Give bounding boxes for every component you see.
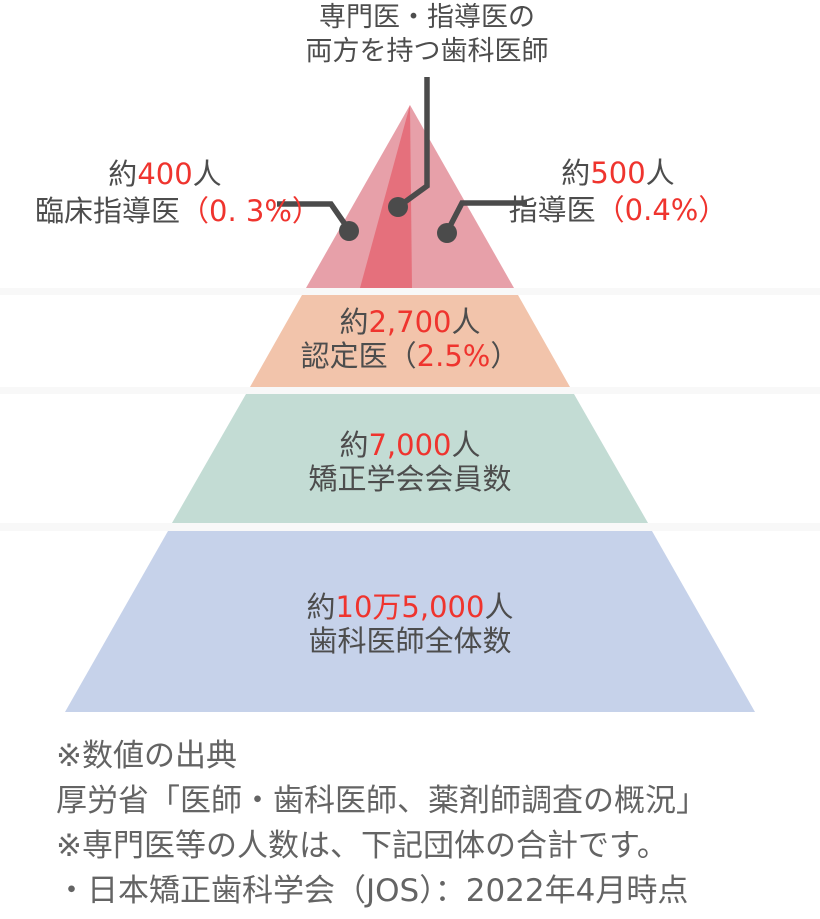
callout-clinical-instructor: 約400人 臨床指導医（0. 3%） bbox=[35, 156, 321, 230]
callout-clinical-instructor-name: 臨床指導医（0. 3%） bbox=[35, 193, 321, 230]
marker-dot-dual bbox=[388, 197, 408, 217]
marker-dot-instructor bbox=[437, 223, 457, 243]
tier2-name: 認定医（2.5%） bbox=[250, 339, 570, 373]
count-value: 500 bbox=[590, 156, 646, 190]
count-suffix: 人 bbox=[484, 590, 514, 624]
role-percent: （0. 3%） bbox=[180, 194, 321, 228]
source-notes: ※数値の出典 厚労省「医師・歯科医師、薬剤師調査の概況」 ※専門医等の人数は、下… bbox=[56, 734, 796, 914]
tier-separator bbox=[0, 387, 820, 394]
callout-instructor: 約500人 指導医（0.4%） bbox=[488, 155, 748, 229]
role-percent: 2.5% bbox=[416, 339, 491, 373]
count-prefix: 約 bbox=[561, 156, 591, 190]
source-note-line: 厚労省「医師・歯科医師、薬剤師調査の概況」 bbox=[56, 783, 707, 819]
callout-dual-qualification: 専門医・指導医の 両方を持つ歯科医師 bbox=[267, 1, 587, 69]
callout-dual-line2: 両方を持つ歯科医師 bbox=[305, 36, 549, 67]
count-suffix: 人 bbox=[645, 156, 675, 190]
tier2-count: 約2,700人 bbox=[250, 305, 570, 339]
source-note-line: ※数値の出典 bbox=[56, 738, 237, 774]
count-prefix: 約 bbox=[108, 157, 138, 191]
callout-clinical-instructor-count: 約400人 bbox=[35, 156, 295, 193]
tier4-shape-all-dentists bbox=[65, 531, 755, 712]
count-suffix: 人 bbox=[451, 305, 481, 339]
count-value: 10万5,000 bbox=[335, 590, 485, 624]
source-note-line: ・日本矯正歯科学会（JOS）：2022年4月時点 bbox=[56, 873, 689, 909]
count-prefix: 約 bbox=[306, 590, 336, 624]
tier1-dual-qualification-stripe bbox=[360, 105, 412, 288]
tier2-label-certified: 約2,700人 認定医（2.5%） bbox=[250, 305, 570, 373]
callout-dual-line1: 専門医・指導医の bbox=[319, 2, 535, 33]
count-value: 7,000 bbox=[368, 428, 452, 462]
connector-top-dual bbox=[396, 77, 430, 210]
tier3-label-society-members: 約7,000人 矯正学会会員数 bbox=[250, 428, 570, 496]
tier4-count: 約10万5,000人 bbox=[250, 590, 570, 624]
count-value: 2,700 bbox=[368, 305, 452, 339]
tier3-shape-society-members bbox=[172, 394, 648, 523]
tier3-count: 約7,000人 bbox=[250, 428, 570, 462]
tier-separator bbox=[0, 523, 820, 531]
role-name-close: ） bbox=[490, 339, 520, 373]
count-prefix: 約 bbox=[339, 428, 369, 462]
role-name: 臨床指導医 bbox=[35, 194, 181, 228]
tier4-label-all-dentists: 約10万5,000人 歯科医師全体数 bbox=[250, 590, 570, 658]
callout-instructor-name: 指導医（0.4%） bbox=[488, 192, 748, 229]
count-prefix: 約 bbox=[339, 305, 369, 339]
role-percent: （0.4%） bbox=[595, 193, 728, 227]
tier-separator bbox=[0, 288, 820, 295]
callout-instructor-count: 約500人 bbox=[488, 155, 748, 192]
role-name: 指導医 bbox=[508, 193, 596, 227]
connector-right-instructor bbox=[444, 200, 527, 234]
source-note-line: ※専門医等の人数は、下記団体の合計です。 bbox=[56, 828, 668, 864]
role-name: 認定医（ bbox=[300, 339, 417, 373]
tier3-name: 矯正学会会員数 bbox=[308, 462, 512, 496]
marker-dot-clinical-instructor bbox=[339, 221, 359, 241]
count-value: 400 bbox=[137, 157, 193, 191]
count-suffix: 人 bbox=[192, 157, 222, 191]
connector-left-clinical-instructor bbox=[277, 201, 352, 232]
tier2-shape-certified bbox=[250, 295, 570, 387]
count-suffix: 人 bbox=[451, 428, 481, 462]
tier4-name: 歯科医師全体数 bbox=[308, 624, 512, 658]
